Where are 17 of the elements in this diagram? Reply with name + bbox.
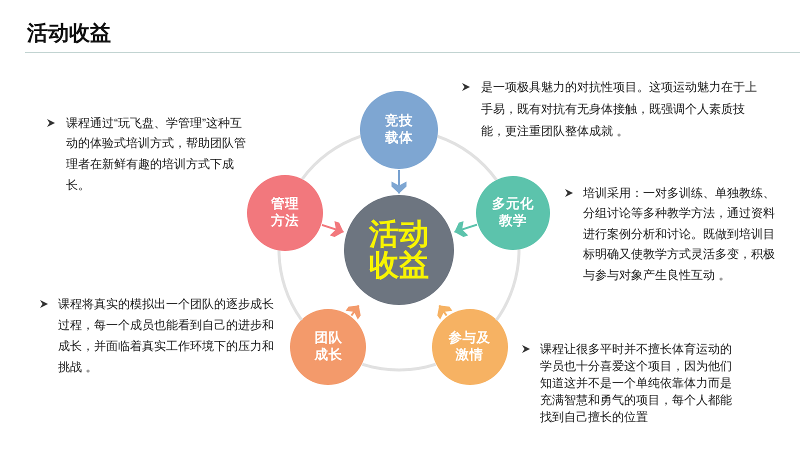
description-text: 课程让很多平时并不擅长体育运动的学员也十分喜爱这个项目，因为他们知道这并不是一个单纯依靠体力而是充满智慧和勇气的项目，每个人都能找到自己擅长的位置	[540, 340, 733, 426]
ring-arc	[495, 249, 520, 321]
circle-label: 管理方法	[270, 196, 300, 230]
description-text: 是一项极具魅力的对抗性项目。这项运动魅力在于上手易，既有对抗有无身体接触，既强调个人素质技能，更注重团队整体成就 。	[481, 79, 758, 140]
circle-label: 团队成长	[314, 330, 343, 364]
ring-arc	[436, 134, 498, 181]
circle-label: 活动收益	[368, 218, 430, 282]
ring-arc	[362, 362, 436, 372]
ring-arc	[278, 250, 303, 321]
circle-label: 竞技载体	[384, 113, 414, 147]
description-text: 培训采用：一对多训练、单独教练、分组讨论等多种教学方法，通过资料进行案例分析和讨论。既做到培训目标明确又使教学方式灵活多变，积极与参与对象产生良性互动 。	[583, 184, 776, 284]
description-text: 课程将真实的模拟出一个团队的逐步成长过程，每一个成员也能看到自己的进步和成长，并面临着真实工作环境下的压力和挑战 。	[58, 296, 275, 376]
page-title: 活动收益	[27, 21, 111, 46]
ring-arc	[301, 134, 362, 180]
description-text: 课程通过“玩飞盘、学管理”这种互动的体验式培训方式，帮助团队管理者在新鲜有趣的培训方式下成长。	[66, 114, 247, 194]
circle-label: 多元化教学	[492, 196, 534, 230]
circle-label: 参与及激情	[448, 330, 491, 364]
